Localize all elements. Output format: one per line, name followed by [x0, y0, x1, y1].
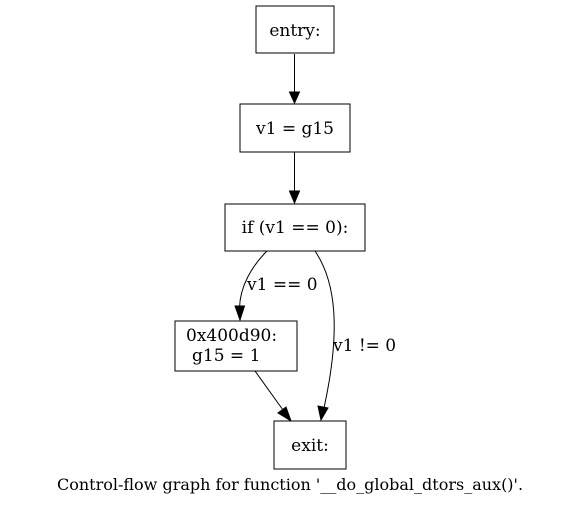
node-assign: v1 = g15	[239, 103, 351, 153]
node-entry: entry:	[255, 5, 335, 54]
node-cond-label: if (v1 == 0):	[242, 218, 349, 238]
node-entry-label: entry:	[269, 21, 320, 41]
edge-cond-false: v1 != 0	[314, 250, 396, 422]
edge-assign-to-cond	[288, 152, 301, 205]
node-exit: exit:	[273, 420, 347, 470]
node-exit-label: exit:	[291, 436, 329, 456]
edge-label-true: v1 == 0	[246, 275, 318, 295]
edge-cond-true: v1 == 0	[234, 250, 318, 322]
graph-caption: Control-flow graph for function '__do_gl…	[57, 475, 523, 494]
node-block-line-2: g15 = 1	[192, 346, 260, 366]
edge-entry-to-assign	[288, 54, 301, 105]
edge-block-to-exit	[254, 370, 292, 423]
node-block: 0x400d90: g15 = 1	[174, 320, 298, 372]
node-block-line-1: 0x400d90:	[186, 326, 277, 346]
node-assign-label: v1 = g15	[255, 119, 334, 139]
node-cond: if (v1 == 0):	[224, 203, 366, 252]
edge-label-false: v1 != 0	[332, 336, 396, 356]
